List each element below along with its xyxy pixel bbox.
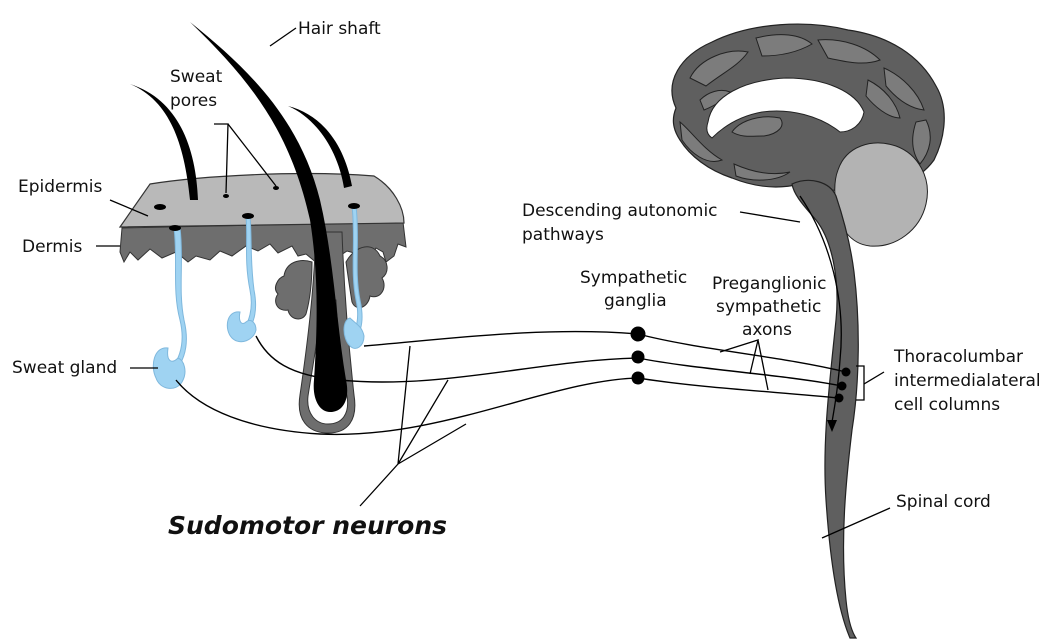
pore-3: [273, 186, 279, 190]
ganglion-2: [632, 351, 645, 364]
skin-section: [120, 22, 406, 433]
sympathetic-ganglia: [631, 327, 646, 385]
label-sympathetic-1: Sympathetic: [580, 268, 687, 288]
label-preganglionic-2: sympathetic: [716, 297, 821, 317]
label-epidermis: Epidermis: [18, 177, 102, 197]
label-sympathetic-2: ganglia: [604, 291, 667, 311]
ganglion-1: [631, 327, 646, 342]
leader-thoracolumbar: [864, 372, 884, 384]
postganglionic-1: [364, 332, 638, 346]
postganglionic-3: [176, 378, 638, 434]
label-thoracolumbar-2: intermedialateral: [894, 371, 1041, 391]
pore-6: [348, 203, 360, 209]
label-sweat-pores-2: pores: [170, 91, 217, 111]
label-thoracolumbar-3: cell columns: [894, 395, 1000, 415]
spinal-cord: [792, 180, 858, 638]
pore-1: [154, 204, 166, 210]
pore-5: [242, 213, 254, 219]
label-spinal-cord: Spinal cord: [896, 492, 991, 512]
label-sweat-pores-1: Sweat: [170, 67, 223, 87]
label-hair-shaft: Hair shaft: [298, 19, 381, 39]
cerebellum: [835, 143, 928, 246]
epidermis-layer: [120, 174, 404, 227]
label-descending-2: pathways: [522, 225, 604, 245]
label-descending-1: Descending autonomic: [522, 201, 718, 221]
label-preganglionic-3: axons: [742, 320, 792, 340]
pore-4: [169, 225, 181, 231]
leader-preganglionic: [720, 340, 768, 390]
brain: [672, 24, 944, 638]
label-preganglionic-1: Preganglionic: [712, 274, 827, 294]
label-sweat-gland: Sweat gland: [12, 358, 117, 378]
leader-sudomotor: [360, 346, 466, 506]
leader-descending: [740, 212, 800, 222]
label-dermis: Dermis: [22, 237, 83, 257]
label-sudomotor: Sudomotor neurons: [168, 511, 447, 540]
sebaceous-gland-left: [276, 261, 312, 319]
sebaceous-gland-right: [346, 247, 387, 308]
leader-hair-shaft: [270, 28, 296, 46]
label-thoracolumbar-1: Thoracolumbar: [893, 347, 1023, 367]
nerve-fibers: [176, 327, 846, 435]
ganglion-3: [632, 372, 645, 385]
pore-2: [223, 194, 229, 198]
